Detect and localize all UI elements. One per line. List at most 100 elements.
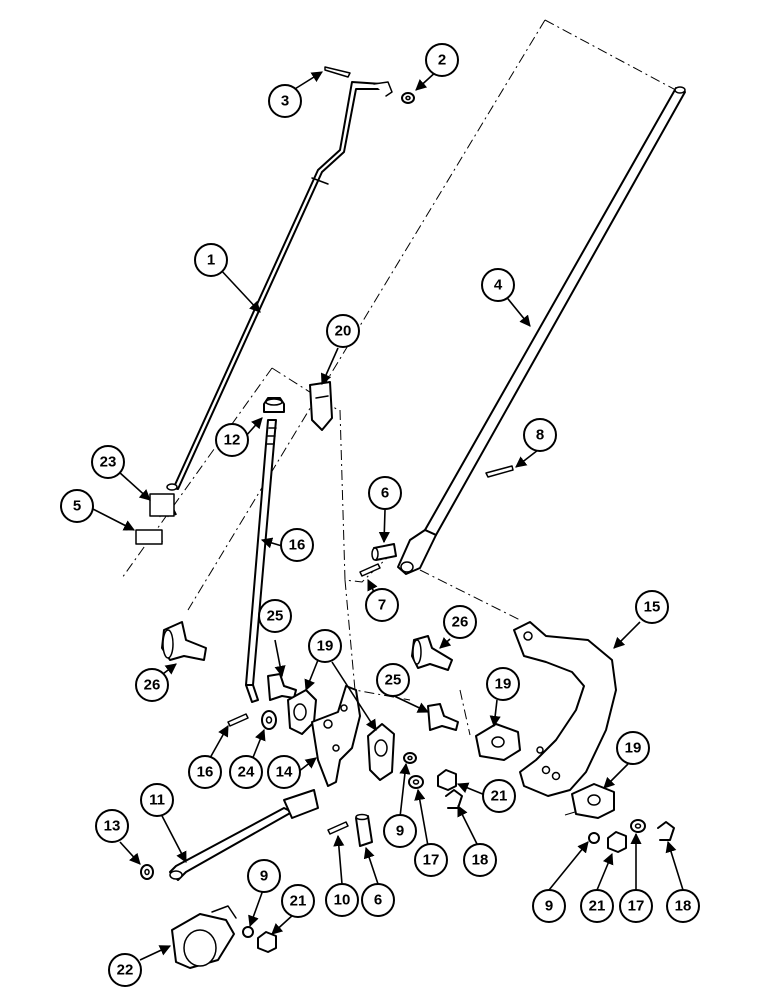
callout-20: 20 [326, 314, 360, 348]
part-14-lever-plate [311, 685, 361, 787]
part-8-cotter-pin [485, 465, 514, 478]
part-18-clip-right [657, 821, 675, 841]
svg-text:25: 25 [267, 608, 284, 625]
part-22-roller [171, 905, 237, 969]
svg-text:12: 12 [224, 432, 241, 449]
svg-text:9: 9 [396, 823, 404, 840]
callout-6-lower: 6 [361, 883, 395, 917]
part-3-cotter-pin [324, 66, 351, 78]
part-19-pivot-upper-right [475, 723, 521, 761]
callout-3: 3 [268, 84, 302, 118]
svg-text:13: 13 [104, 818, 121, 835]
svg-text:19: 19 [625, 740, 642, 757]
svg-text:4: 4 [494, 277, 503, 294]
part-9-washer-right [588, 832, 600, 844]
callout-21-middle: 21 [482, 779, 516, 813]
svg-text:10: 10 [334, 892, 351, 909]
callout-6-upper: 6 [368, 476, 402, 510]
part-25-bolt-right [427, 703, 459, 731]
part-26-bolt-right [411, 635, 453, 671]
svg-text:9: 9 [545, 898, 553, 915]
callout-7: 7 [365, 588, 399, 622]
part-9-washer-lower [242, 926, 254, 938]
leader-lines [90, 69, 684, 961]
part-13-washer [140, 864, 154, 880]
callout-4: 4 [481, 268, 515, 302]
callout-9-lower: 9 [247, 859, 281, 893]
part-10-cotter-pin [327, 821, 349, 835]
part-4-rod [397, 86, 686, 575]
svg-text:17: 17 [628, 898, 645, 915]
part-21-nut-lower [257, 931, 277, 953]
svg-text:6: 6 [381, 485, 389, 502]
callout-26-right: 26 [443, 605, 477, 639]
callout-15: 15 [635, 590, 669, 624]
callout-9-right: 9 [532, 889, 566, 923]
part-18-clip [445, 789, 463, 809]
part-12-nut [263, 397, 285, 413]
svg-text:14: 14 [276, 764, 293, 781]
part-21-nut [437, 769, 457, 791]
part-5-spring [135, 529, 163, 545]
callout-5: 5 [60, 489, 94, 523]
callout-9-middle: 9 [383, 814, 417, 848]
part-23-spring [149, 493, 177, 518]
callout-26-left: 26 [135, 668, 169, 702]
svg-text:21: 21 [290, 893, 307, 910]
svg-text:2: 2 [438, 52, 446, 69]
svg-text:22: 22 [117, 962, 134, 979]
part-24-washer [261, 710, 277, 730]
svg-text:23: 23 [100, 454, 117, 471]
svg-text:7: 7 [378, 597, 386, 614]
part-19-pivot-block-middle [367, 723, 395, 781]
svg-text:21: 21 [491, 788, 508, 805]
callout-11: 11 [140, 783, 174, 817]
part-1-rod [166, 81, 393, 491]
svg-text:21: 21 [589, 898, 606, 915]
svg-text:8: 8 [536, 427, 544, 444]
svg-text:16: 16 [197, 764, 214, 781]
svg-text:19: 19 [317, 638, 334, 655]
callout-2: 2 [425, 43, 459, 77]
part-19-pivot-block [287, 689, 317, 735]
svg-text:15: 15 [644, 599, 661, 616]
part-16-cotter-pin [227, 713, 249, 727]
svg-text:9: 9 [260, 868, 268, 885]
callout-22: 22 [108, 953, 142, 987]
callout-21-right: 21 [580, 889, 614, 923]
part-15-bracket [513, 621, 617, 797]
svg-text:26: 26 [144, 677, 161, 694]
callout-19-left: 19 [308, 629, 342, 663]
svg-text:18: 18 [472, 852, 489, 869]
svg-text:17: 17 [423, 852, 440, 869]
svg-text:26: 26 [452, 614, 469, 631]
part-11-lever-rod [169, 789, 319, 881]
callout-23: 23 [91, 445, 125, 479]
callout-10: 10 [325, 883, 359, 917]
callout-14: 14 [267, 755, 301, 789]
svg-text:5: 5 [73, 498, 81, 515]
part-6-pin-lower [355, 813, 373, 847]
callout-21-lower: 21 [281, 884, 315, 918]
part-16-threaded-rod [245, 419, 277, 703]
callout-16-upper: 16 [280, 528, 314, 562]
callout-16-lower: 16 [188, 755, 222, 789]
svg-text:25: 25 [385, 672, 402, 689]
part-9-washer [403, 752, 417, 764]
part-19-pivot-lower-right [571, 783, 615, 819]
part-25-bolt [267, 673, 297, 701]
callout-19-lower-right: 19 [616, 731, 650, 765]
callout-17-right: 17 [619, 889, 653, 923]
callout-12: 12 [215, 423, 249, 457]
part-7-cotter-pin [359, 563, 381, 577]
callout-8: 8 [523, 418, 557, 452]
svg-text:20: 20 [335, 323, 352, 340]
svg-text:11: 11 [149, 792, 165, 809]
callout-25-left: 25 [258, 599, 292, 633]
part-2-washer [401, 92, 415, 104]
svg-text:24: 24 [238, 764, 255, 781]
callout-25-right: 25 [376, 663, 410, 697]
callout-19-upper-right: 19 [486, 667, 520, 701]
callout-24: 24 [229, 755, 263, 789]
svg-text:19: 19 [495, 676, 512, 693]
